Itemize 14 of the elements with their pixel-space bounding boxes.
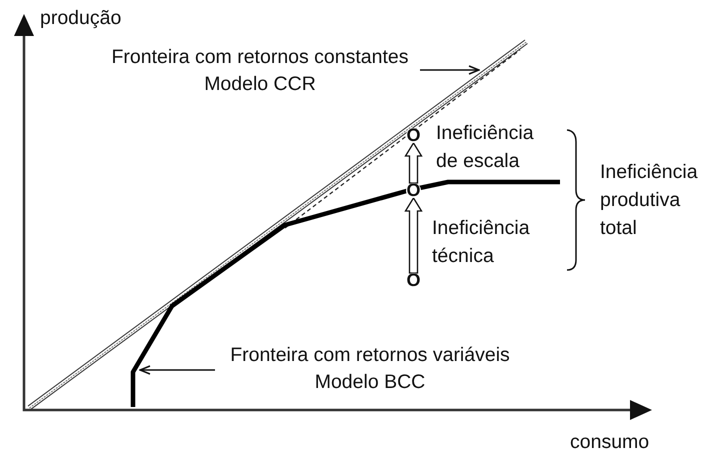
leader-arrow	[420, 65, 480, 75]
annotation-text: Ineficiência de escala	[436, 121, 535, 174]
frontier-label: Modelo CCR	[203, 72, 317, 97]
frontier-line	[130, 180, 560, 407]
axis-label: produção	[40, 6, 122, 31]
axis-label: consumo	[570, 430, 650, 454]
annotation-text: Ineficiência produtiva total	[600, 160, 699, 241]
leader-arrow	[139, 365, 215, 375]
block-arrow	[404, 196, 423, 274]
annotation-text: Ineficiência técnica	[432, 216, 531, 269]
block-arrow	[404, 142, 423, 184]
frontier-label: Modelo BCC	[314, 370, 426, 395]
frontier-label: Fronteira com retornos constantes	[110, 45, 410, 70]
frontier-label: Fronteira com retornos variáveis	[229, 343, 511, 368]
